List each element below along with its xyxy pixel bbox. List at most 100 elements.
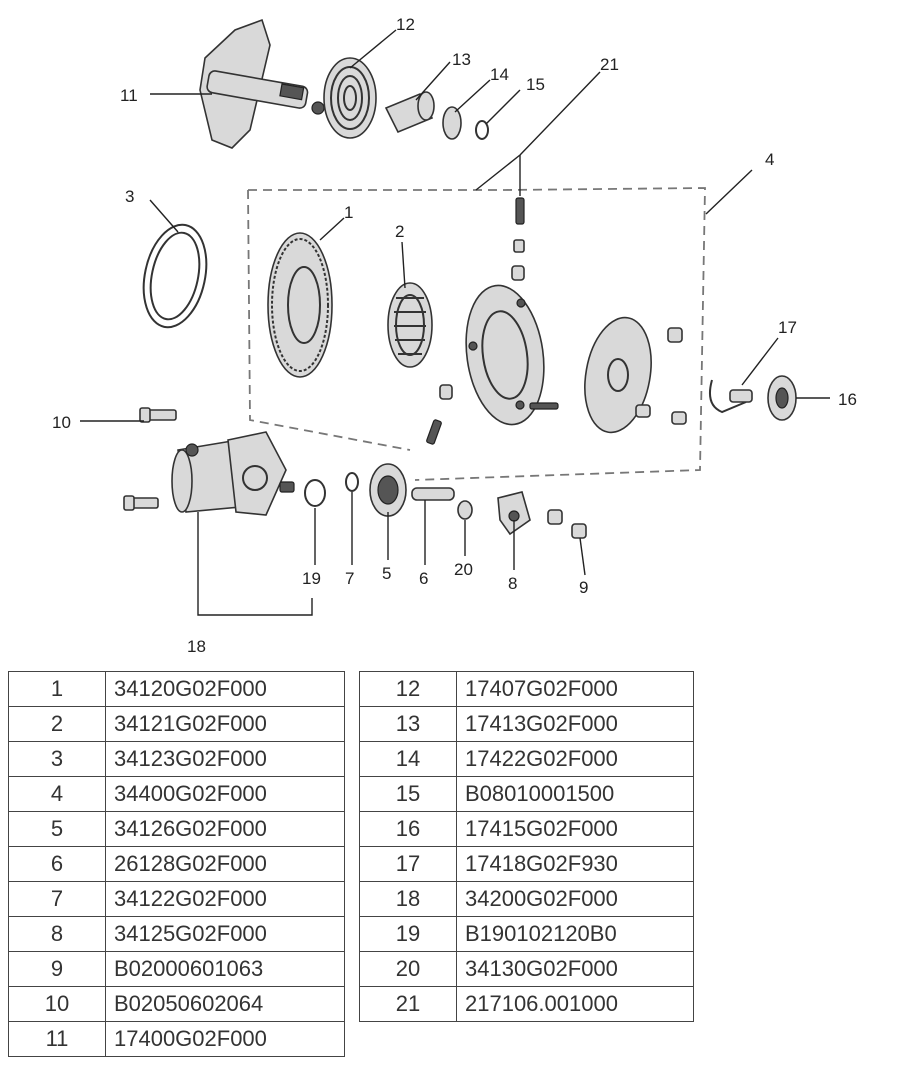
part-16-pinion-gear <box>767 375 797 421</box>
callout-6: 6 <box>419 569 428 588</box>
part-code-cell: 34120G02F000 <box>105 671 345 707</box>
part-number-cell: 1 <box>8 671 106 707</box>
part-number-cell: 16 <box>359 811 457 847</box>
callout-15: 15 <box>526 75 545 94</box>
part-number-cell: 4 <box>8 776 106 812</box>
callout-4: 4 <box>765 150 774 169</box>
callout-9: 9 <box>579 578 588 597</box>
part-code-cell: 17415G02F000 <box>456 811 694 847</box>
part-20-washer <box>457 500 473 520</box>
part-code-cell: 34122G02F000 <box>105 881 345 917</box>
part-13-sleeve <box>384 91 435 134</box>
part-14-washer <box>442 106 462 140</box>
part-code-cell: 34121G02F000 <box>105 706 345 742</box>
callout-2: 2 <box>395 222 404 241</box>
part-code-cell: 34130G02F000 <box>456 951 694 987</box>
part-number-cell: 14 <box>359 741 457 777</box>
part-code-cell: 34126G02F000 <box>105 811 345 847</box>
callout-8: 8 <box>508 574 517 593</box>
part-code-cell: 17413G02F000 <box>456 706 694 742</box>
part-code-cell: 17422G02F000 <box>456 741 694 777</box>
callout-14: 14 <box>490 65 509 84</box>
callout-10: 10 <box>52 413 71 432</box>
part-number-cell: 7 <box>8 881 106 917</box>
part-number-cell: 5 <box>8 811 106 847</box>
callout-labels: 11 12 13 14 15 21 4 3 1 2 10 17 16 19 7 … <box>52 15 857 656</box>
callout-7: 7 <box>345 569 354 588</box>
part-number-cell: 11 <box>8 1021 106 1057</box>
callout-13: 13 <box>452 50 471 69</box>
callout-12: 12 <box>396 15 415 34</box>
part-number-cell: 6 <box>8 846 106 882</box>
clutch-housing <box>465 284 545 426</box>
part-10-bolt <box>139 407 177 423</box>
part-12-return-spring <box>323 57 377 139</box>
motor-bolt <box>123 495 159 511</box>
callout-11: 11 <box>120 86 138 105</box>
callout-3: 3 <box>125 187 134 206</box>
callout-18: 18 <box>187 637 206 656</box>
part-code-cell: 34400G02F000 <box>105 776 345 812</box>
part-number-cell: 3 <box>8 741 106 777</box>
part-number-cell: 2 <box>8 706 106 742</box>
part-19-o-ring <box>304 479 326 507</box>
part-number-cell: 15 <box>359 776 457 812</box>
part-code-cell: 17400G02F000 <box>105 1021 345 1057</box>
part-number-cell: 8 <box>8 916 106 952</box>
callout-17: 17 <box>778 318 797 337</box>
part-9-bolts <box>547 509 587 539</box>
part-11-kickstart-shaft <box>199 18 325 149</box>
part-8-holder-plate <box>497 491 531 536</box>
part-number-cell: 13 <box>359 706 457 742</box>
part-17-lock-plate <box>709 379 753 414</box>
callout-20: 20 <box>454 560 473 579</box>
part-code-cell: 34123G02F000 <box>105 741 345 777</box>
exploded-parts-diagram: 11 12 13 14 15 21 4 3 1 2 10 17 16 19 7 … <box>52 15 857 656</box>
part-2-clutch-bearing <box>387 282 433 368</box>
part-number-cell: 21 <box>359 986 457 1022</box>
part-21-roller-spring-set <box>426 197 559 445</box>
part-number-cell: 19 <box>359 916 457 952</box>
part-number-cell: 18 <box>359 881 457 917</box>
callout-16: 16 <box>838 390 857 409</box>
callout-21: 21 <box>600 55 619 74</box>
part-15-circlip <box>475 120 489 140</box>
part-1-driven-gear <box>267 232 333 378</box>
part-number-cell: 20 <box>359 951 457 987</box>
part-code-cell: 26128G02F000 <box>105 846 345 882</box>
part-number-cell: 10 <box>8 986 106 1022</box>
part-code-cell: B08010001500 <box>456 776 694 812</box>
part-code-cell: 17407G02F000 <box>456 671 694 707</box>
part-6-idle-shaft <box>411 487 455 501</box>
part-code-cell: B02000601063 <box>105 951 345 987</box>
part-code-cell: 17418G02F930 <box>456 846 694 882</box>
part-18-starter-motor <box>171 431 295 516</box>
callout-1: 1 <box>344 203 353 222</box>
part-code-cell: 34200G02F000 <box>456 881 694 917</box>
part-7-washer <box>345 472 359 492</box>
part-number-cell: 9 <box>8 951 106 987</box>
part-number-cell: 17 <box>359 846 457 882</box>
assembly-boundary <box>247 187 706 481</box>
part-code-cell: B02050602064 <box>105 986 345 1022</box>
part-code-cell: B190102120B0 <box>456 916 694 952</box>
leader-lines <box>80 29 830 616</box>
clutch-cover-plate <box>584 316 687 434</box>
